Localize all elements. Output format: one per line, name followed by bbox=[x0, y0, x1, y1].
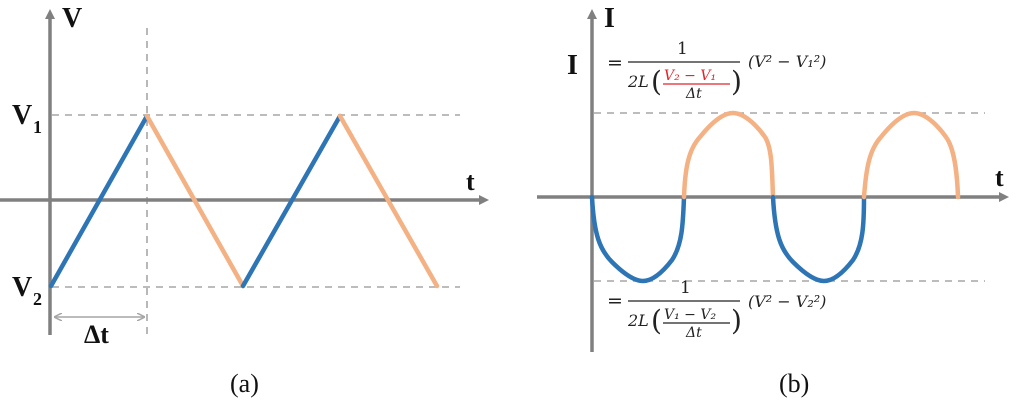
caption-a: (a) bbox=[230, 369, 259, 398]
lower-inner-numerator: V₁ − V₂ bbox=[664, 307, 716, 323]
upper-denominator-prefix: 2L bbox=[627, 72, 649, 91]
triangle-waveform bbox=[48, 113, 440, 289]
falling-segment bbox=[144, 113, 246, 289]
i-axis-label: I bbox=[604, 3, 615, 34]
upper-numerator: 1 bbox=[677, 39, 688, 59]
lower-current-formula: = 1 2L ( V₁ − V₂ Δt ) (V² − V₂²) bbox=[607, 278, 826, 341]
falling-segment bbox=[337, 113, 440, 289]
lower-equals: = bbox=[607, 290, 623, 312]
upper-open-paren: ( bbox=[651, 65, 662, 98]
delta-t-label: Δt bbox=[84, 320, 109, 349]
upper-inner-numerator: V₂ − V₁ bbox=[664, 68, 716, 84]
lower-inner-denominator: Δt bbox=[685, 325, 702, 341]
panel-b: I t I = 1 2L ( V₂ − V₁ Δt ) (V² − V₁²) =… bbox=[537, 3, 1009, 398]
negative-lobe bbox=[589, 194, 687, 284]
v-axis-label: V bbox=[62, 3, 82, 34]
lower-factor: (V² − V₂²) bbox=[748, 292, 826, 311]
positive-lobe bbox=[681, 110, 776, 200]
upper-close-paren: ) bbox=[731, 65, 742, 98]
t-axis-label-b: t bbox=[995, 163, 1004, 192]
upper-current-formula: = 1 2L ( V₂ − V₁ Δt ) (V² − V₁²) bbox=[607, 39, 826, 102]
rising-segment bbox=[240, 113, 343, 289]
negative-lobe bbox=[770, 194, 867, 284]
lower-close-paren: ) bbox=[731, 304, 742, 337]
i-peak-label: I bbox=[567, 50, 578, 81]
upper-inner-denominator: Δt bbox=[685, 86, 702, 102]
lower-denominator-prefix: 2L bbox=[627, 311, 649, 330]
v1-level-subscript: 1 bbox=[33, 117, 42, 137]
v2-level-label: V bbox=[12, 272, 32, 303]
rising-segment bbox=[48, 113, 150, 289]
caption-b: (b) bbox=[779, 369, 809, 398]
v1-level-label: V bbox=[12, 100, 32, 131]
lower-numerator: 1 bbox=[680, 278, 691, 298]
panel-a: V t V 1 V 2 Δt (a) bbox=[0, 3, 489, 398]
upper-equals: = bbox=[607, 52, 623, 74]
t-axis-label-a: t bbox=[466, 167, 475, 196]
lower-open-paren: ( bbox=[651, 304, 662, 337]
v2-level-subscript: 2 bbox=[33, 289, 42, 309]
positive-lobe bbox=[861, 110, 961, 200]
current-waveform bbox=[589, 110, 961, 284]
upper-factor: (V² − V₁²) bbox=[748, 52, 826, 71]
